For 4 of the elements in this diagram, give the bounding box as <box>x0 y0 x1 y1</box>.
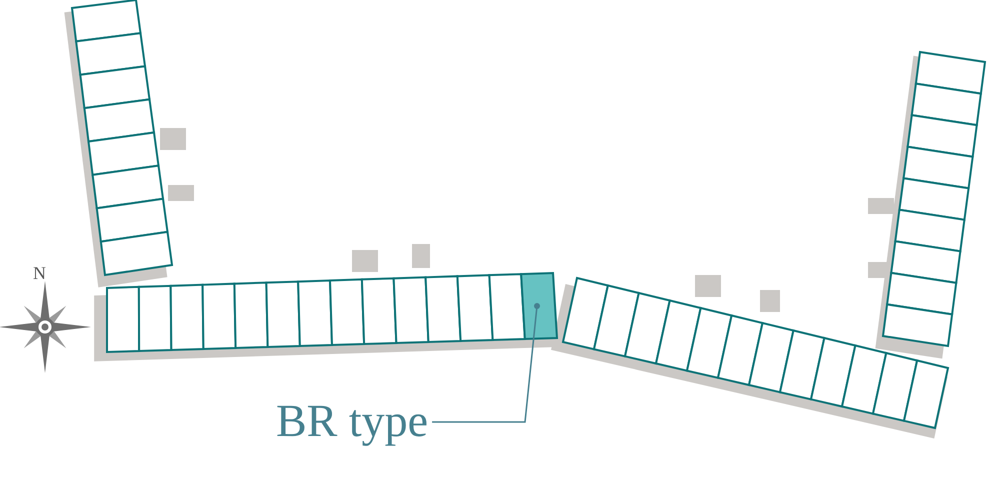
unit-type-label: BR type <box>276 398 428 444</box>
highlighted-unit <box>520 272 558 340</box>
leader-line <box>432 303 540 423</box>
north-label: N <box>33 264 46 282</box>
